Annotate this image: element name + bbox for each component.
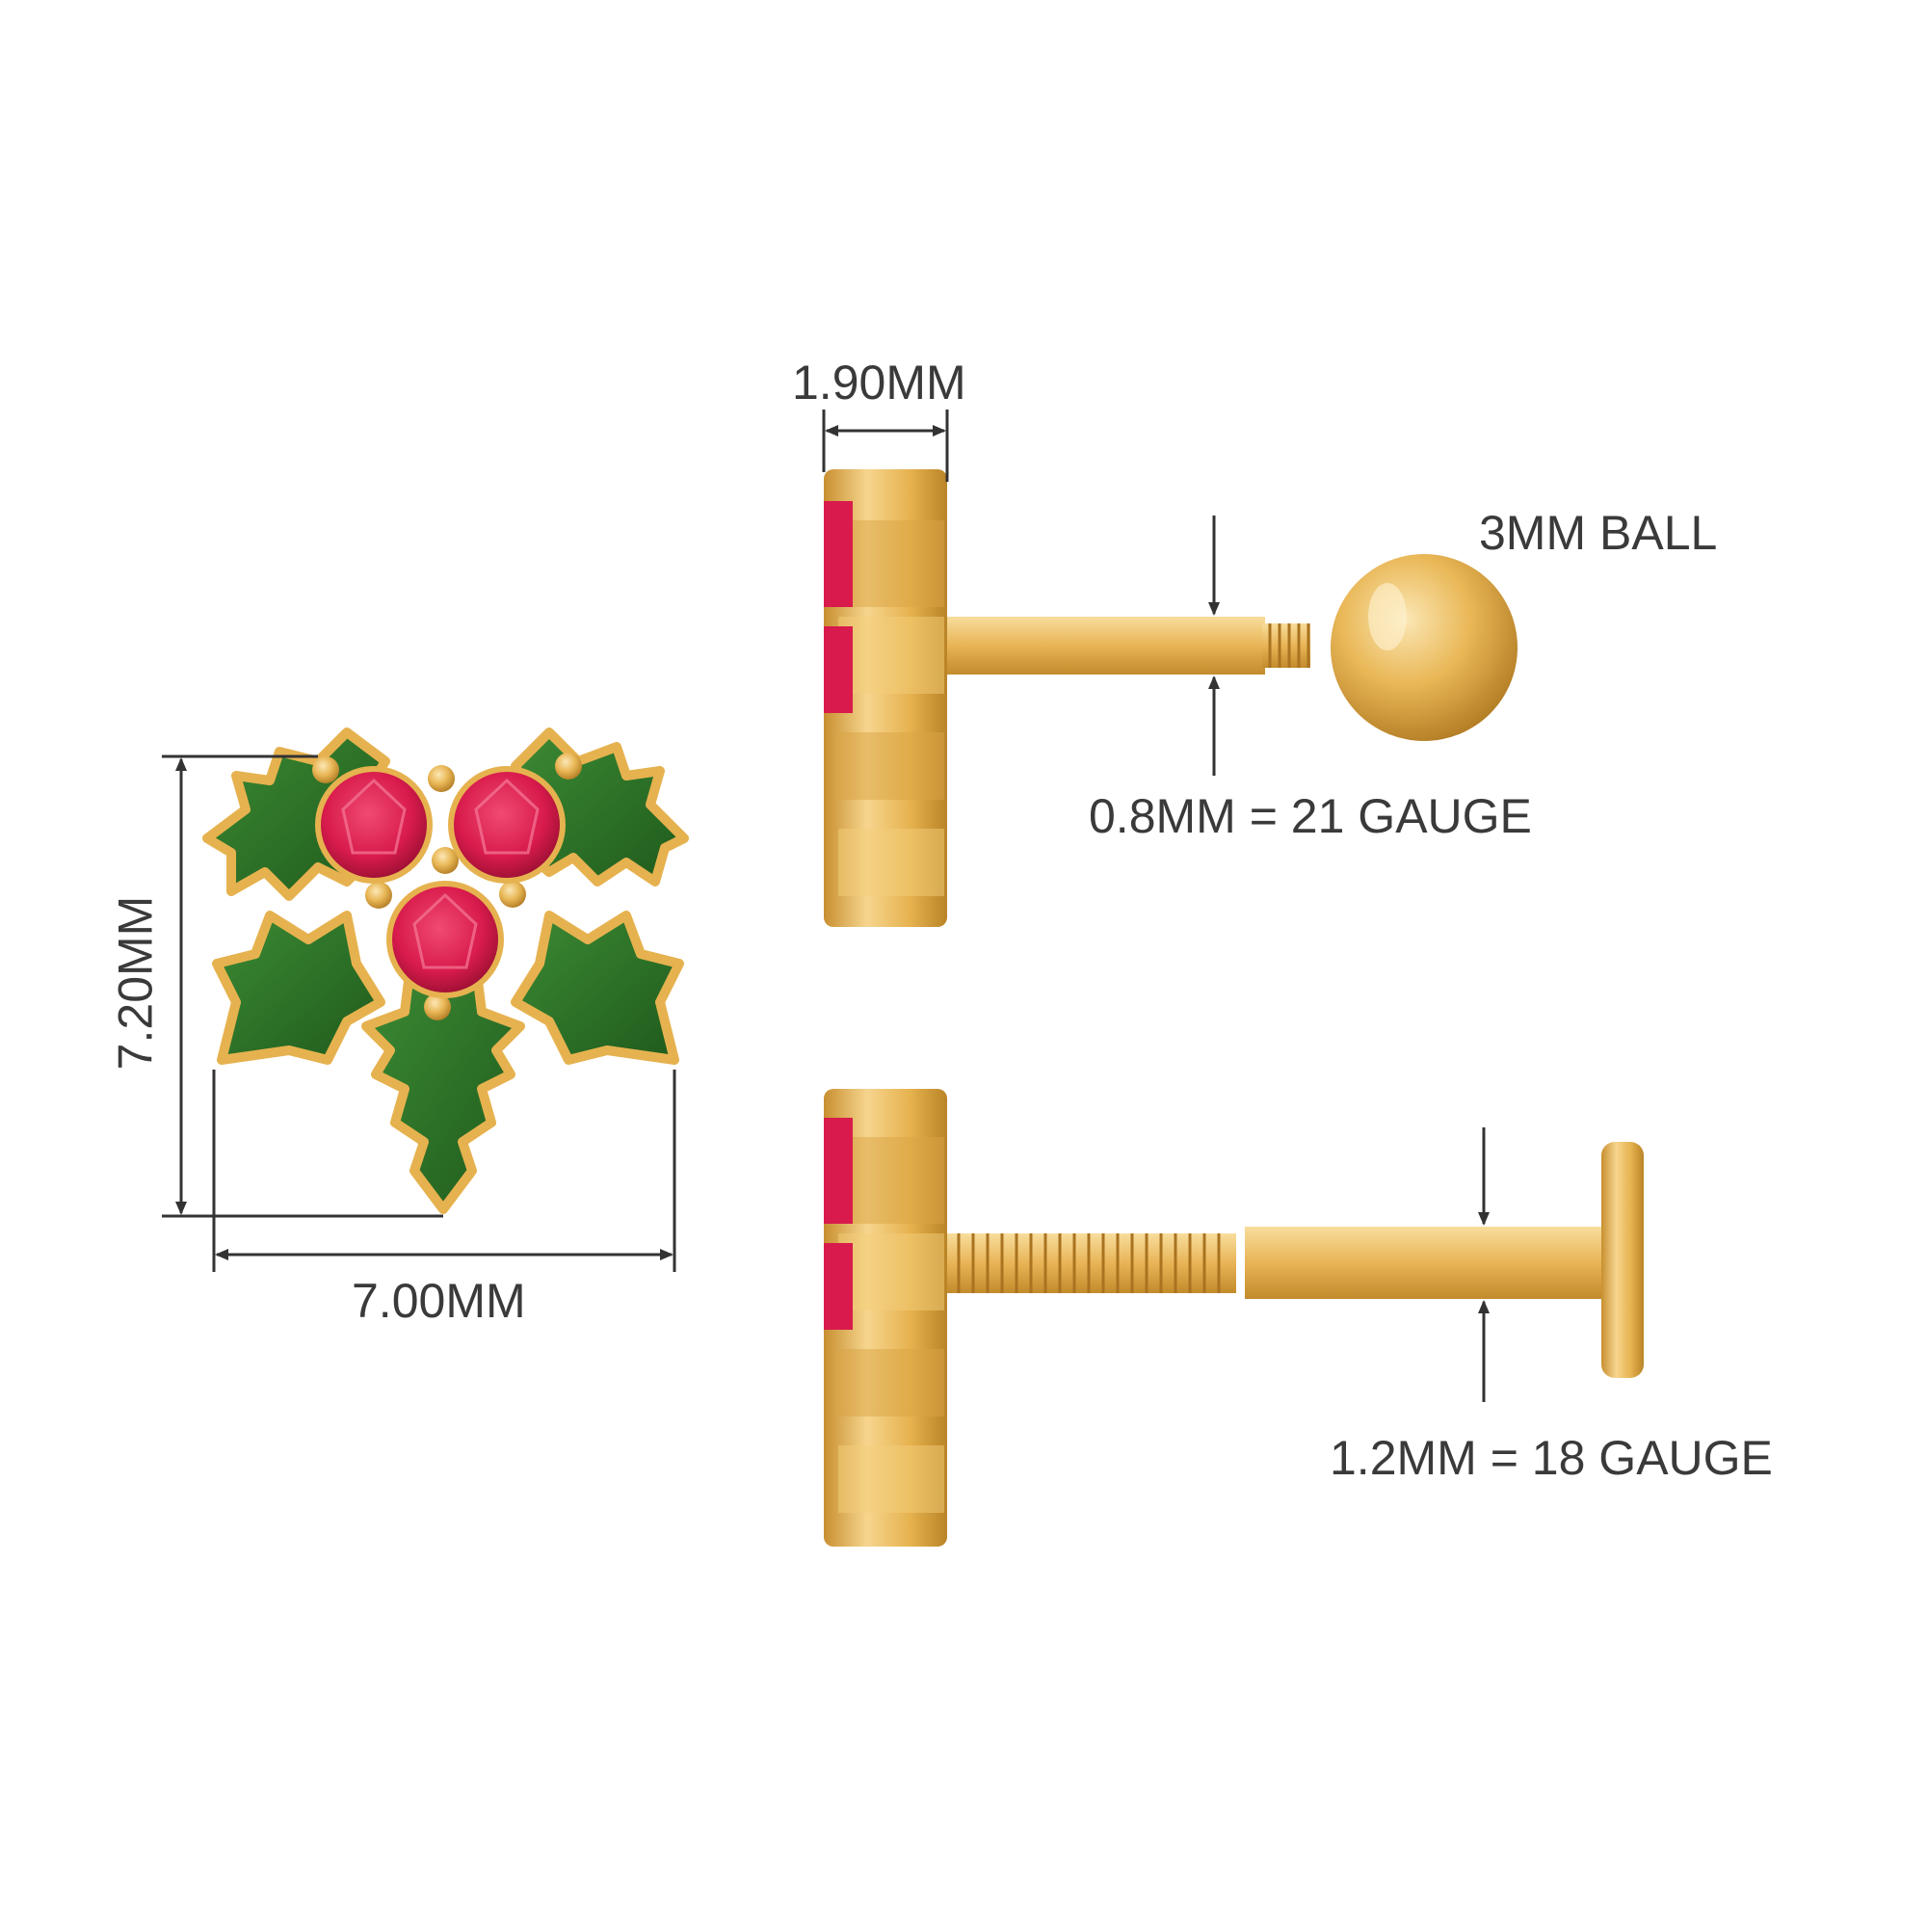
ball-size-label: 3MM BALL (1479, 506, 1718, 560)
ruby-bottom (386, 881, 504, 998)
front-view-earring (202, 728, 689, 1214)
prong-bead (365, 882, 392, 909)
prong-bead (499, 881, 526, 908)
gauge-21-label: 0.8MM = 21 GAUGE (1089, 789, 1532, 843)
ruby-side (824, 501, 853, 607)
front-dimensions (162, 754, 676, 1272)
ruby-side (824, 626, 853, 713)
flat-disc-back (1601, 1142, 1644, 1378)
thickness-dimension (822, 410, 949, 482)
prong-bead (432, 847, 459, 874)
prong-bead (312, 756, 339, 783)
width-label: 7.00MM (352, 1274, 526, 1328)
prong-bead (428, 765, 455, 792)
side-view-flat-back (824, 1089, 1644, 1547)
prong-bead (424, 993, 451, 1020)
ruby-side (824, 1243, 853, 1330)
thickness-label: 1.90MM (792, 356, 966, 410)
side-view-ball-back (824, 469, 1518, 927)
prong-bead (555, 753, 582, 780)
gauge-18-label: 1.2MM = 18 GAUGE (1330, 1431, 1773, 1485)
ball-end (1331, 554, 1518, 741)
ruby-left (315, 766, 433, 884)
ruby-right (448, 766, 566, 884)
post-bar (947, 617, 1265, 675)
threaded-post (947, 1233, 1236, 1293)
lower-left-leaf (212, 911, 385, 1065)
ruby-side (824, 1118, 853, 1224)
labret-shaft (1245, 1227, 1611, 1299)
height-label: 7.20MM (108, 895, 163, 1071)
lower-right-leaf (511, 911, 684, 1065)
